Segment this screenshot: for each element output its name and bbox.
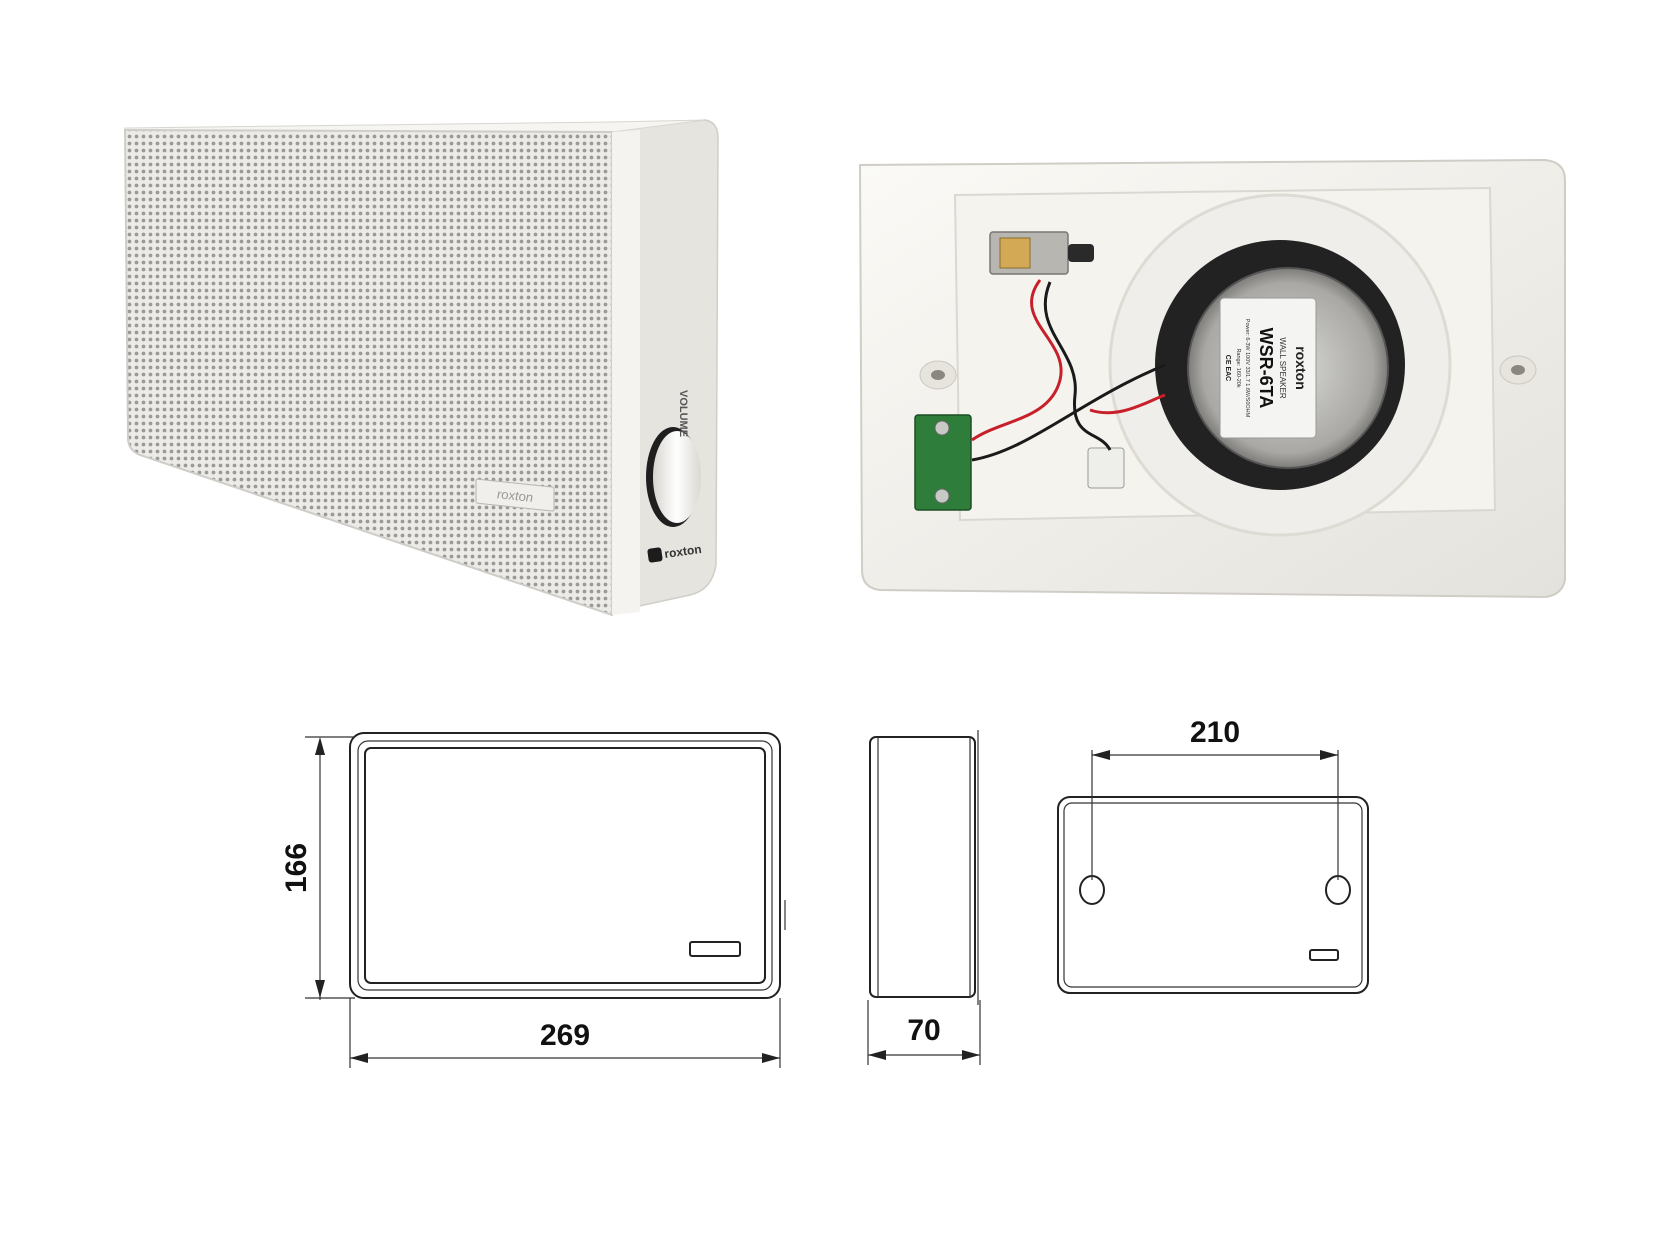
mount-hole-right: [1325, 875, 1351, 905]
keyhole-right-slot: [1511, 365, 1525, 375]
red-wire-speaker: [1089, 393, 1166, 415]
side-view-outline: [869, 736, 976, 998]
speaker-brand: roxton: [1293, 346, 1309, 390]
grille-badge: [475, 478, 555, 512]
pcb-screw-bottom: [934, 488, 950, 504]
back-photo: roxton WALL SPEAKER WSR-6TA Power: 6-3W …: [858, 158, 1566, 599]
black-wire-speaker: [971, 363, 1166, 462]
back-view-outline: [1057, 796, 1369, 994]
width-dim-label: 269: [540, 1019, 590, 1052]
speaker-title: WALL SPEAKER: [1278, 337, 1287, 398]
speaker-label: roxton WALL SPEAKER WSR-6TA Power: 6-3W …: [1219, 297, 1317, 439]
red-wire: [971, 279, 1063, 442]
speaker-model: WSR-6TA: [1256, 328, 1276, 409]
side-view-drawing: 70: [867, 730, 981, 1065]
front-photo: roxton VOLUME roxton: [123, 119, 719, 617]
keyhole-left-slot: [931, 370, 945, 380]
black-wire: [1043, 281, 1112, 451]
front-view-face: [364, 747, 766, 984]
transformer-core: [999, 237, 1031, 269]
back-view-drawing: 210: [1057, 716, 1369, 994]
front-view-badge: [689, 941, 741, 957]
depth-dim-label: 70: [907, 1014, 940, 1047]
terminal-pcb: [914, 414, 972, 511]
speaker-spec-1: Power: 6-3W 100V 33/1.7 1.6W/S0OHM: [1244, 319, 1250, 418]
volume-pot-shaft: [1068, 244, 1094, 262]
terminal-block: [1087, 447, 1125, 489]
mount-dim-label: 210: [1190, 716, 1240, 749]
front-view-inner: [357, 740, 773, 991]
grille-badge-text: roxton: [497, 486, 533, 505]
volume-label: VOLUME: [677, 390, 689, 437]
speaker-marks: CE EAC: [1224, 355, 1231, 381]
volume-knob: [653, 431, 701, 523]
mount-hole-left: [1079, 875, 1105, 905]
front-view-outline: [349, 732, 781, 999]
speaker-spec-2: Range: 160-20k: [1235, 348, 1241, 387]
height-dim-label: 166: [280, 843, 313, 893]
speaker-grille: [123, 128, 613, 617]
back-view-inner: [1063, 802, 1363, 988]
front-frame: [612, 130, 640, 615]
back-view-slot: [1309, 949, 1339, 961]
side-logo-icon: [647, 547, 663, 563]
side-logo-text: roxton: [663, 542, 702, 561]
front-view-drawing: 166 269: [280, 732, 786, 1068]
pcb-screw-top: [934, 420, 950, 436]
